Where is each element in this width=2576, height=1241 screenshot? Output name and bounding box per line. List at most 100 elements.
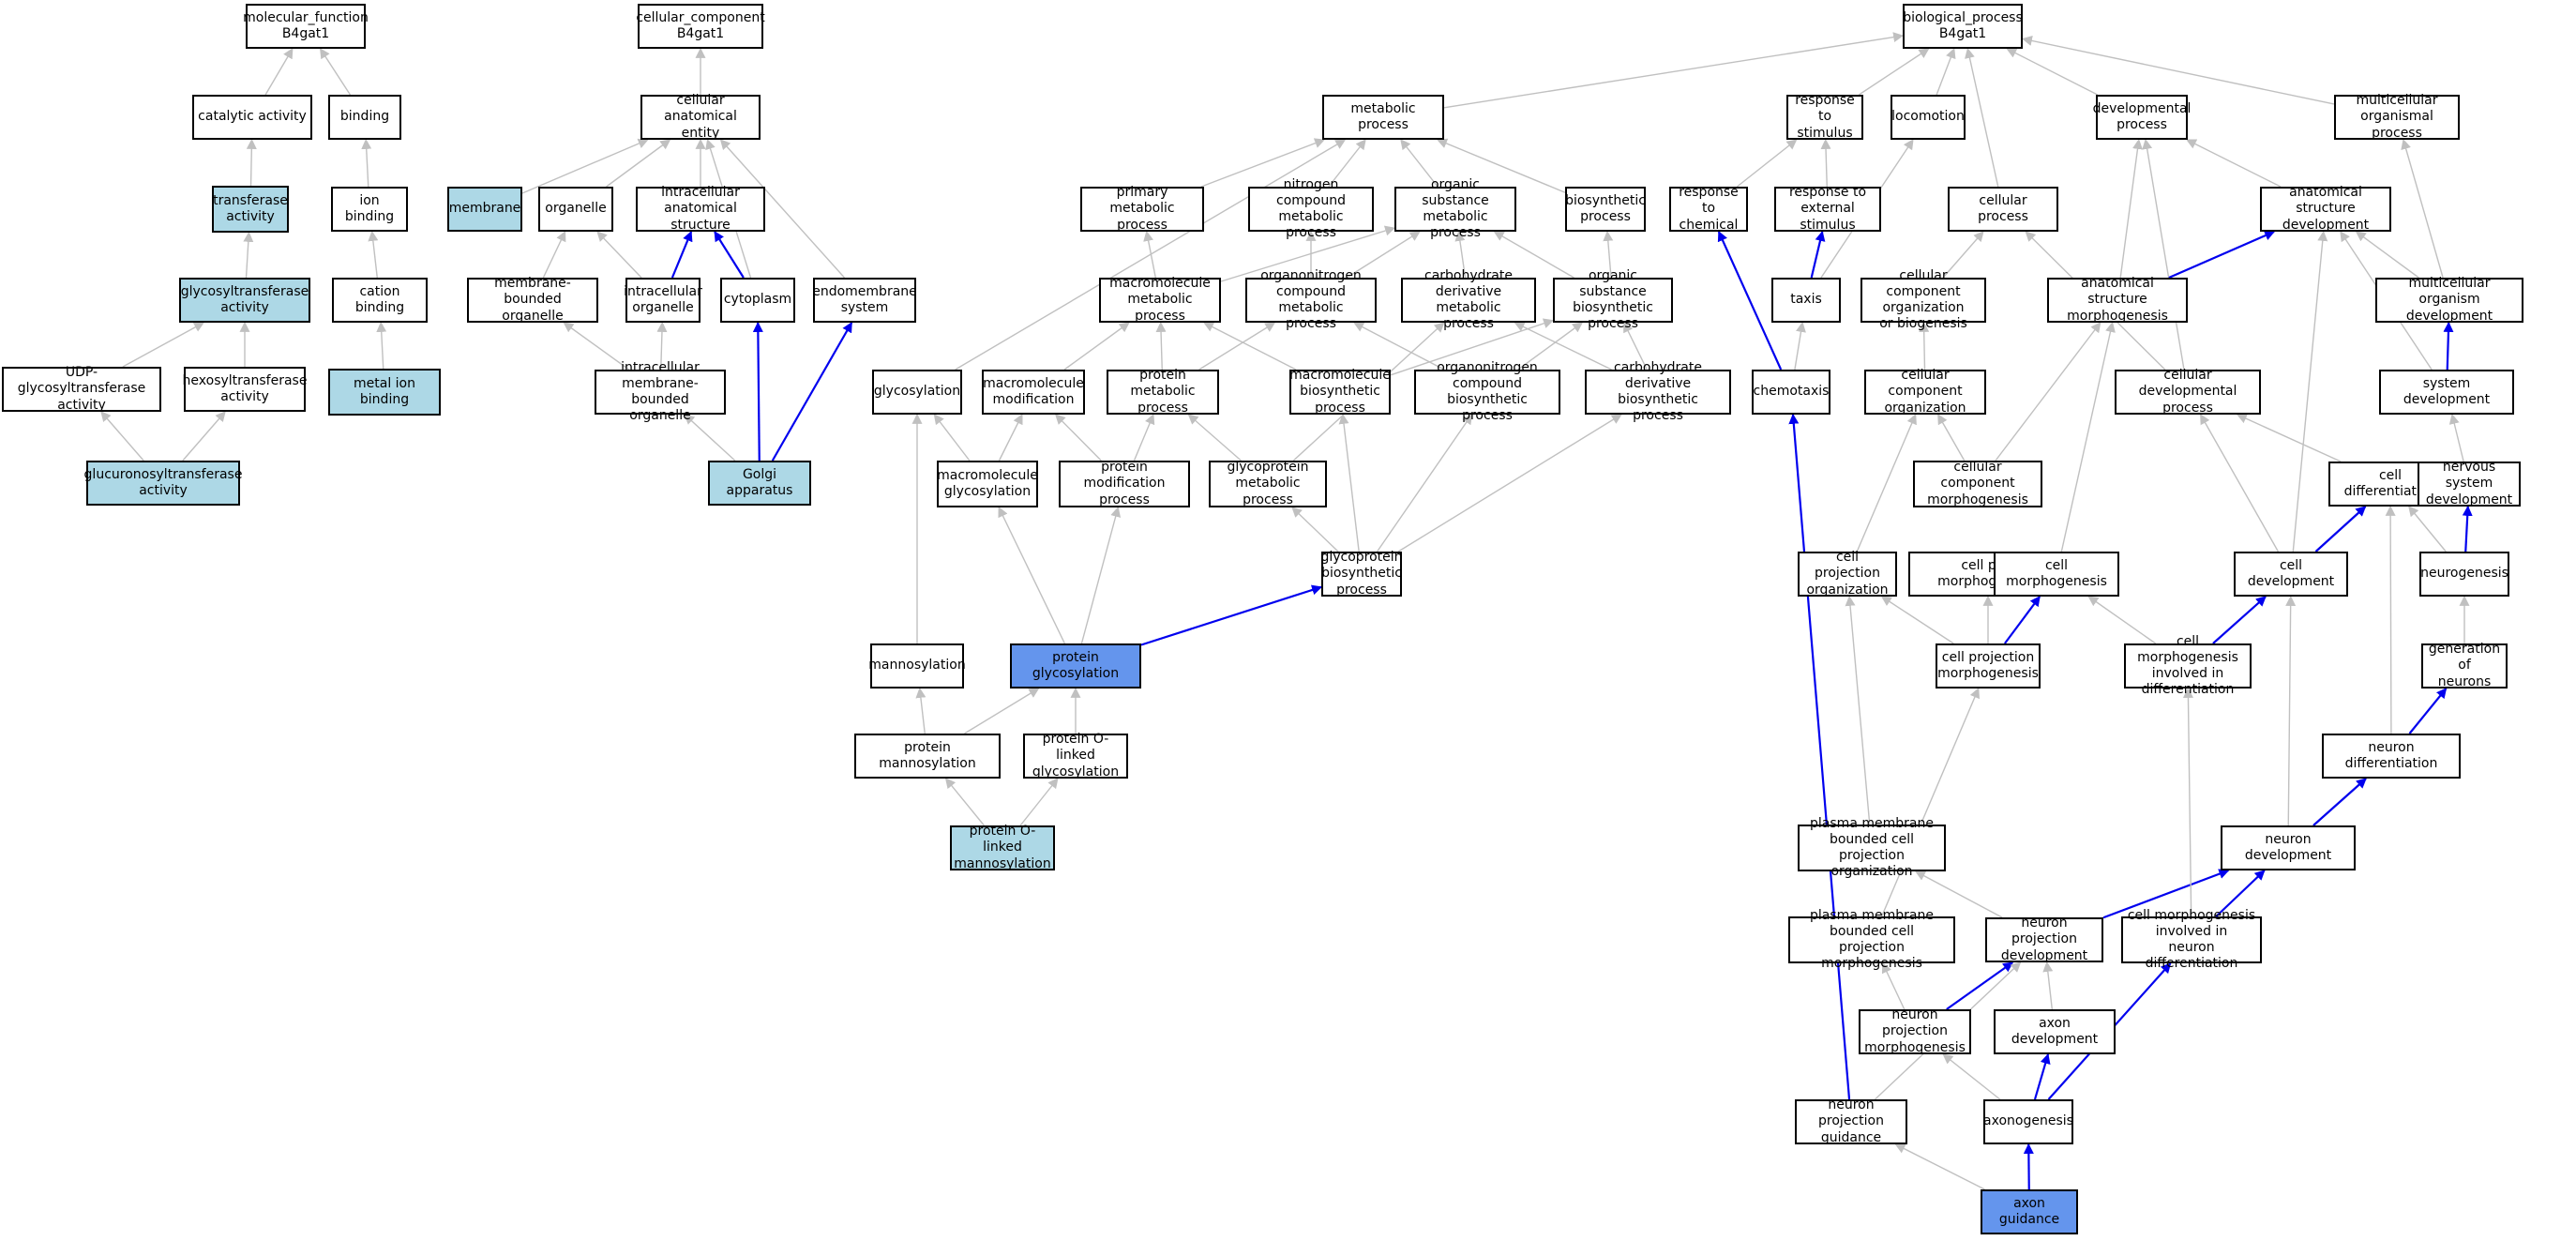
- go-term-node[interactable]: endomembrane system: [812, 278, 917, 323]
- go-term-node[interactable]: neuron projection morphogenesis: [1859, 1007, 1971, 1055]
- go-term-node[interactable]: cation binding: [332, 278, 428, 323]
- go-term-node[interactable]: UDP-glycosyltransferase activity: [2, 365, 161, 413]
- go-term-node[interactable]: protein mannosylation: [854, 734, 1001, 779]
- go-term-node[interactable]: glycoprotein biosynthetic process: [1320, 550, 1402, 597]
- go-term-node[interactable]: taxis: [1771, 278, 1841, 323]
- go-term-node[interactable]: hexosyltransferase activity: [183, 367, 307, 412]
- go-term-node[interactable]: anatomical structure development: [2260, 185, 2391, 233]
- go-term-node[interactable]: primary metabolic process: [1080, 185, 1204, 233]
- edge-axg-to-axd: [2033, 1052, 2051, 1100]
- go-term-node[interactable]: membrane-bounded organelle: [467, 276, 598, 324]
- go-term-node[interactable]: carbohydrate derivative metabolic proces…: [1401, 268, 1536, 331]
- go-term-node[interactable]: response to stimulus: [1786, 93, 1863, 141]
- go-term-node[interactable]: locomotion: [1891, 95, 1966, 140]
- go-term-node[interactable]: response to chemical: [1669, 185, 1748, 233]
- go-term-node[interactable]: generation of neurons: [2421, 642, 2508, 689]
- go-term-node[interactable]: glycoprotein metabolic process: [1209, 460, 1327, 507]
- go-term-node[interactable]: ion binding: [331, 187, 408, 232]
- go-term-node[interactable]: biological_process B4gat1: [1903, 4, 2023, 49]
- go-term-node[interactable]: axon guidance: [1981, 1189, 2078, 1234]
- go-term-label: nitrogen compound metabolic process: [1276, 176, 1346, 241]
- go-term-node[interactable]: cytoplasm: [720, 278, 795, 323]
- go-term-node[interactable]: macromolecule glycosylation: [937, 461, 1038, 507]
- go-term-node[interactable]: catalytic activity: [192, 95, 312, 140]
- go-term-node[interactable]: chemotaxis: [1752, 370, 1830, 415]
- go-term-node[interactable]: glycosylation: [872, 370, 962, 415]
- go-term-node[interactable]: biosynthetic process: [1565, 187, 1646, 232]
- go-term-node[interactable]: intracellular anatomical structure: [636, 185, 765, 233]
- edge-prmp-to-ocmp: [1198, 322, 1276, 371]
- go-term-node[interactable]: nitrogen compound metabolic process: [1248, 177, 1374, 240]
- go-term-node[interactable]: cell development: [2234, 552, 2348, 597]
- go-term-node[interactable]: protein modification process: [1059, 460, 1190, 507]
- go-term-node[interactable]: cellular component organization or bioge…: [1860, 268, 1986, 331]
- go-term-label: membrane: [448, 201, 521, 217]
- go-term-node[interactable]: membrane: [447, 187, 522, 232]
- go-term-node[interactable]: cellular process: [1948, 187, 2058, 232]
- go-term-node[interactable]: plasma membrane bounded cell projection …: [1788, 908, 1955, 971]
- go-term-node[interactable]: metabolic process: [1322, 95, 1444, 140]
- edge-osmp-to-metab: [1400, 139, 1439, 188]
- go-term-node[interactable]: organic substance biosynthetic process: [1553, 268, 1673, 331]
- edge-npm-to-npd: [1946, 961, 2014, 1010]
- go-term-label: metal ion binding: [354, 375, 415, 407]
- go-term-node[interactable]: cellular component morphogenesis: [1913, 460, 2042, 507]
- go-term-node[interactable]: cell projection organization: [1798, 550, 1897, 598]
- go-term-node[interactable]: anatomical structure morphogenesis: [2047, 276, 2188, 324]
- go-term-label: neuron projection morphogenesis: [1864, 1007, 1966, 1055]
- go-term-node[interactable]: axonogenesis: [1983, 1099, 2073, 1144]
- go-term-node[interactable]: organonitrogen compound biosynthetic pro…: [1414, 360, 1560, 423]
- go-term-node[interactable]: cellular developmental process: [2115, 368, 2261, 416]
- go-term-node[interactable]: system development: [2379, 370, 2514, 415]
- go-term-node[interactable]: plasma membrane bounded cell projection …: [1798, 816, 1946, 879]
- go-term-label: chemotaxis: [1753, 384, 1830, 400]
- go-term-node[interactable]: macromolecule metabolic process: [1099, 276, 1221, 324]
- go-term-node[interactable]: nervous system development: [2418, 460, 2521, 507]
- go-term-node[interactable]: glycosyltransferase activity: [179, 278, 310, 323]
- go-term-node[interactable]: metal ion binding: [328, 369, 441, 416]
- edge-gbp-to-cdbp: [1397, 414, 1622, 552]
- go-term-node[interactable]: organic substance metabolic process: [1394, 177, 1516, 240]
- go-term-node[interactable]: response to external stimulus: [1774, 185, 1881, 233]
- go-term-node[interactable]: neuron differentiation: [2322, 734, 2461, 779]
- go-term-node[interactable]: intracellular membrane-bounded organelle: [595, 360, 726, 423]
- go-term-node[interactable]: protein glycosylation: [1010, 643, 1141, 689]
- go-term-node[interactable]: cell morphogenesis: [1994, 552, 2119, 597]
- go-term-node[interactable]: developmental process: [2093, 95, 2191, 140]
- go-term-node[interactable]: molecular_function B4gat1: [243, 4, 369, 49]
- go-term-node[interactable]: binding: [328, 95, 401, 140]
- go-term-node[interactable]: intracellular organelle: [624, 278, 702, 323]
- edge-rs-to-bp: [1858, 48, 1930, 96]
- go-term-node[interactable]: transferase activity: [212, 186, 289, 233]
- go-term-node[interactable]: neuron projection development: [1985, 916, 2103, 963]
- edge-ccm-to-asm: [1995, 322, 2101, 462]
- go-term-node[interactable]: protein metabolic process: [1107, 368, 1219, 416]
- go-term-node[interactable]: cell morphogenesis involved in different…: [2124, 634, 2252, 697]
- go-term-node[interactable]: macromolecule modification: [982, 370, 1085, 415]
- go-term-node[interactable]: protein O-linked glycosylation: [1023, 732, 1128, 779]
- go-term-node[interactable]: cellular anatomical entity: [640, 93, 761, 141]
- go-term-node[interactable]: organelle: [538, 187, 613, 232]
- go-term-node[interactable]: neurogenesis: [2419, 552, 2509, 597]
- go-term-label: binding: [339, 109, 390, 125]
- go-term-node[interactable]: organonitrogen compound metabolic proces…: [1245, 268, 1377, 331]
- go-term-node[interactable]: cell morphogenesis involved in neuron di…: [2121, 908, 2262, 971]
- go-term-label: multicellular organism development: [2405, 276, 2493, 324]
- go-term-node[interactable]: glucuronosyltransferase activity: [84, 461, 242, 506]
- go-term-node[interactable]: neuron development: [2221, 825, 2356, 870]
- edge-cmind-to-cmid: [2182, 687, 2193, 917]
- edge-pmod-to-mmod: [1054, 414, 1102, 462]
- go-term-node[interactable]: multicellular organismal process: [2334, 93, 2460, 141]
- go-term-node[interactable]: mannosylation: [868, 643, 966, 689]
- go-term-node[interactable]: cell differentiation: [2328, 462, 2452, 507]
- go-term-node[interactable]: multicellular organism development: [2375, 276, 2523, 324]
- go-term-node[interactable]: cellular_component B4gat1: [636, 4, 765, 49]
- go-term-node[interactable]: Golgi apparatus: [708, 461, 811, 506]
- go-term-node[interactable]: cell projection morphogenesis: [1936, 643, 2041, 689]
- go-term-node[interactable]: protein O-linked mannosylation: [950, 824, 1055, 871]
- go-term-node[interactable]: carbohydrate derivative biosynthetic pro…: [1585, 360, 1731, 423]
- go-term-node[interactable]: axon development: [1994, 1009, 2116, 1054]
- go-term-node[interactable]: macromolecule biosynthetic process: [1289, 368, 1391, 416]
- go-term-node[interactable]: cellular component organization: [1864, 368, 1986, 416]
- go-term-node[interactable]: neuron projection guidance: [1795, 1097, 1907, 1145]
